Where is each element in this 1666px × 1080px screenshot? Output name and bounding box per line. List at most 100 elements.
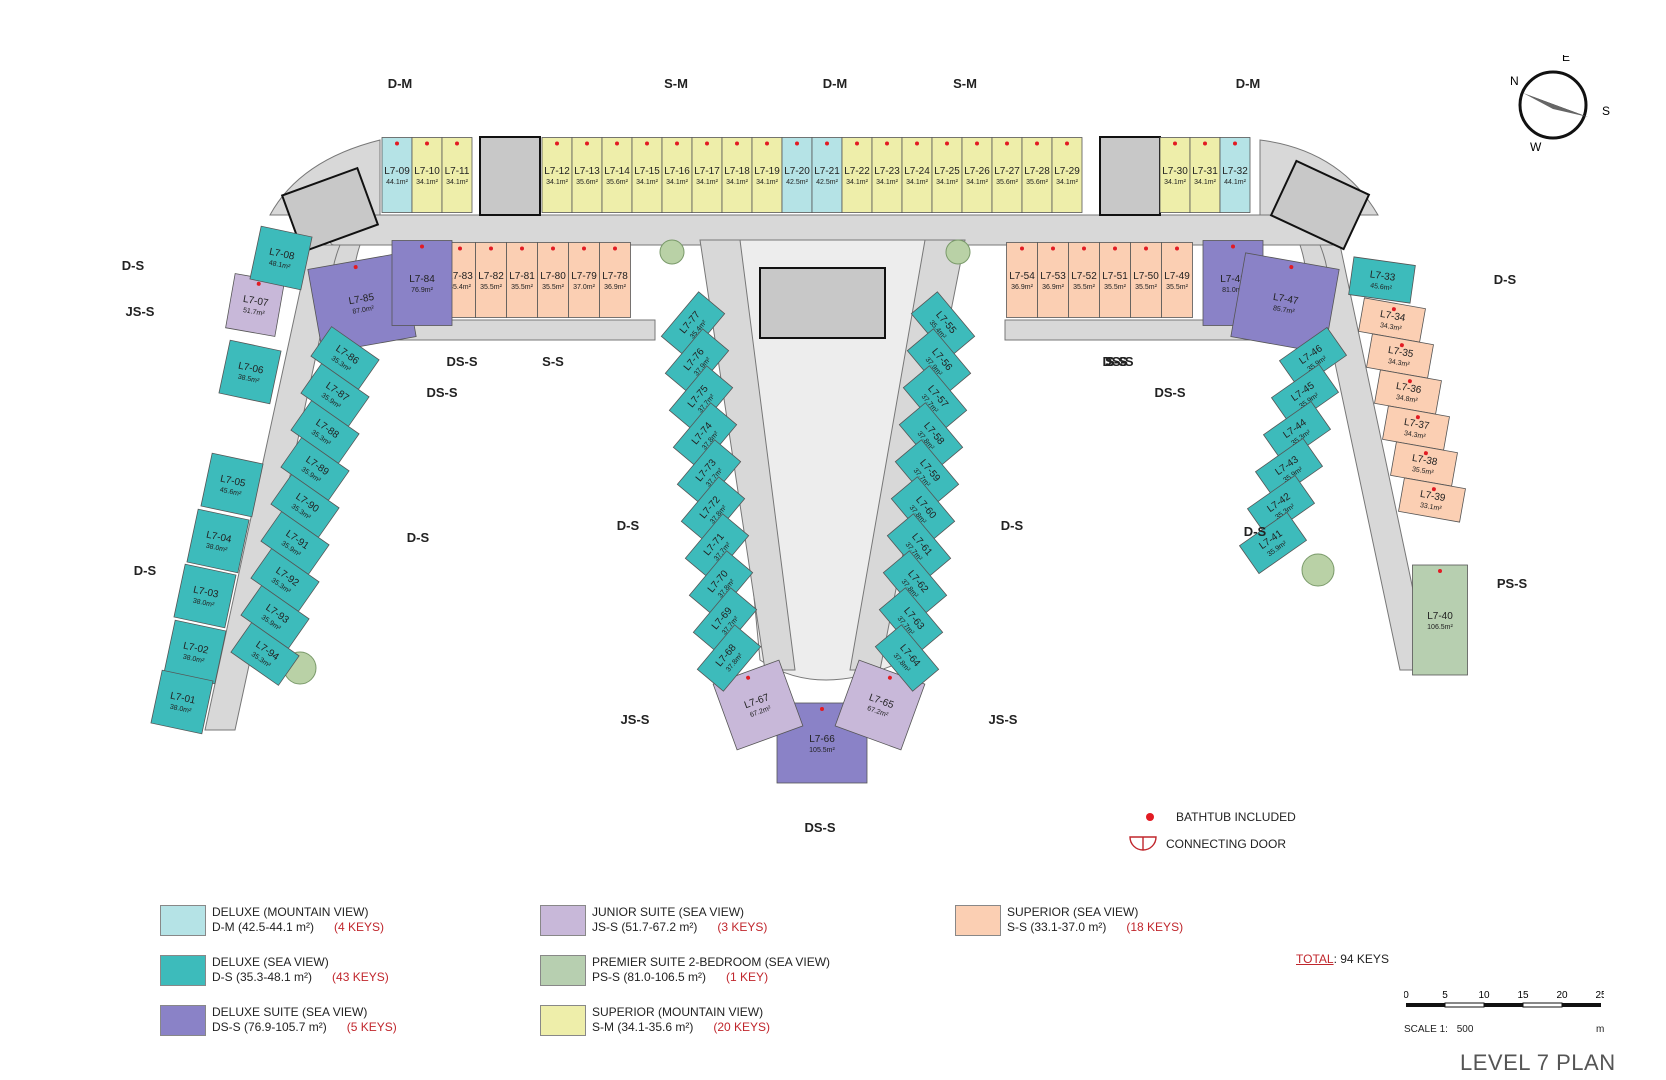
unit-area: 34.1m² — [1194, 179, 1216, 186]
bathtub-marker — [1144, 246, 1148, 251]
callout-label: S-M — [664, 76, 688, 91]
unit-number: L7-78 — [602, 271, 628, 282]
callout-label: D-S — [407, 530, 430, 545]
unit-number: L7-40 — [1427, 611, 1453, 622]
unit-area: 37.0m² — [573, 284, 595, 291]
unit-shape — [599, 242, 631, 318]
bathtub-marker — [489, 246, 493, 251]
legend-title: SUPERIOR (MOUNTAIN VIEW) — [592, 1005, 764, 1019]
unit-area: 34.1m² — [846, 179, 868, 186]
unit-area: 36.9m² — [1042, 284, 1064, 291]
unit-shape — [173, 563, 237, 629]
bathtub-marker — [1082, 246, 1086, 251]
legend-swatch — [540, 1005, 586, 1036]
unit-area: 35.6m² — [606, 179, 628, 186]
legend-item-d-s: DELUXE (SEA VIEW)D-S (35.3-48.1 m²)(43 K… — [160, 955, 389, 986]
